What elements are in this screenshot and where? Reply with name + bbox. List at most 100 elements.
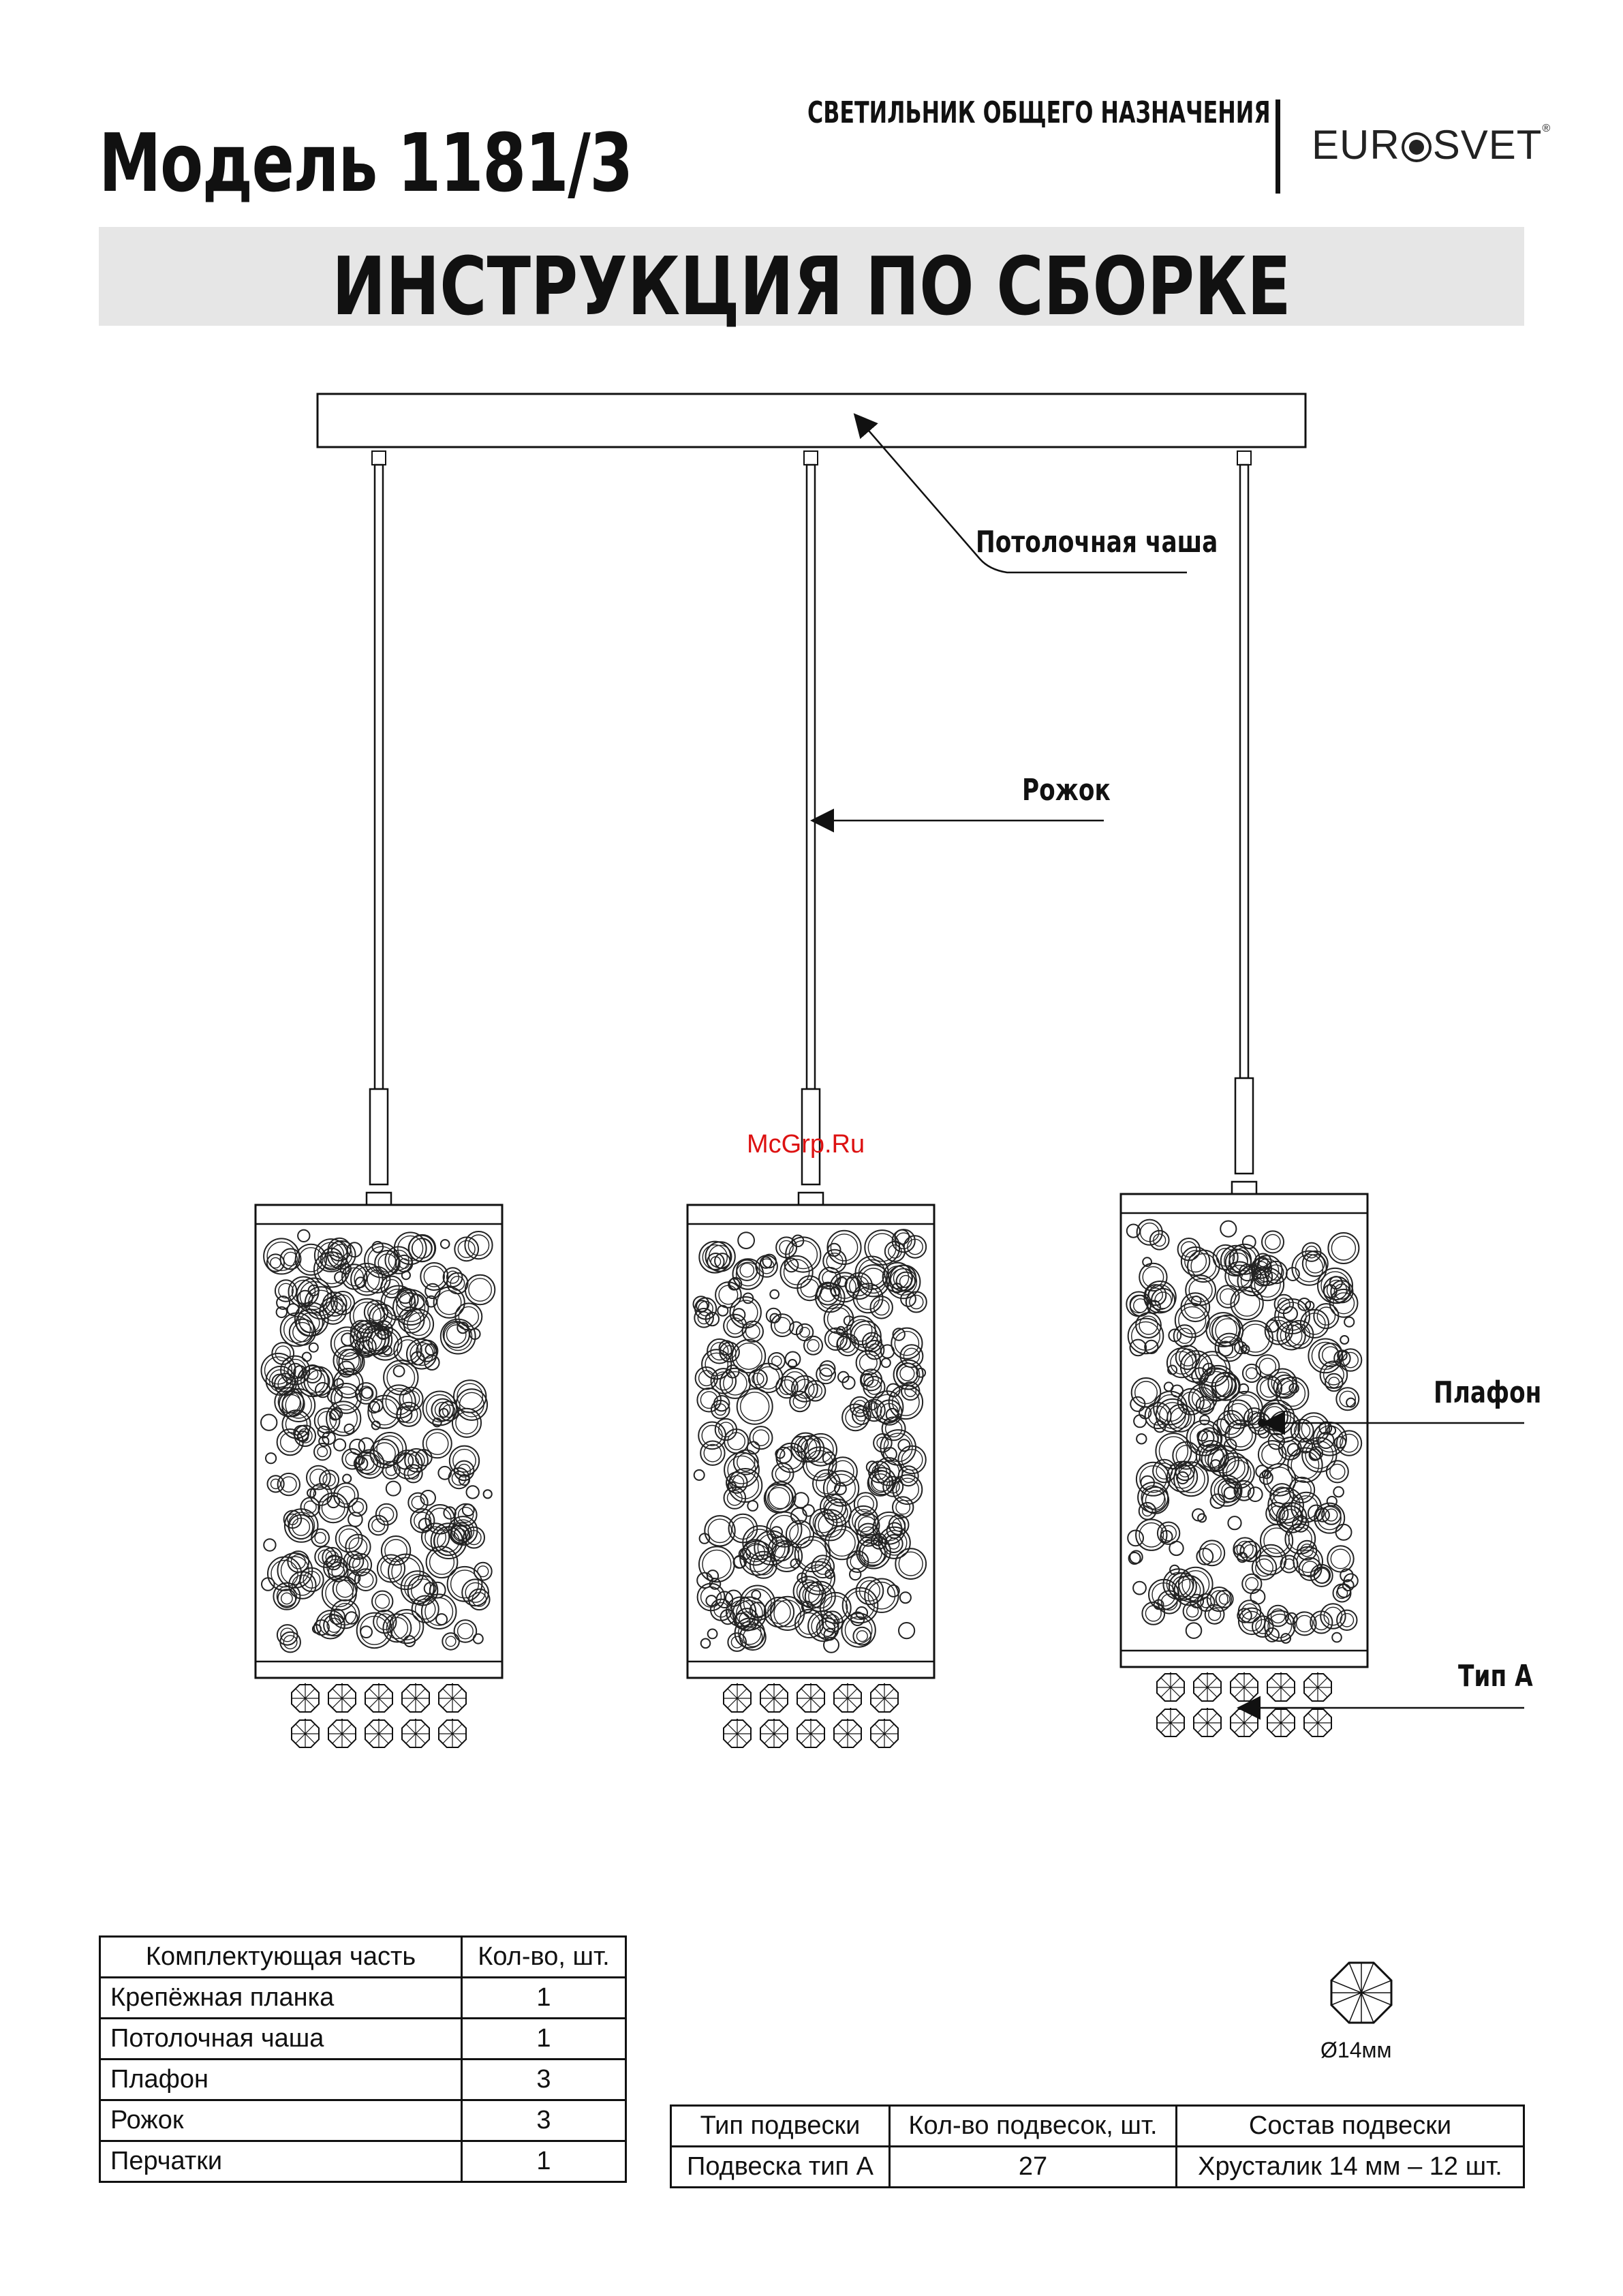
shade-bubble — [734, 1617, 766, 1649]
shade-bubble — [892, 1328, 906, 1341]
shade-bubble — [701, 1349, 732, 1380]
shade-bubble — [846, 1315, 876, 1346]
shade-bubble — [710, 1598, 733, 1621]
shade-bubble-inner — [899, 1274, 912, 1288]
shade-bubble — [349, 1439, 366, 1455]
shade-bubble — [704, 1515, 736, 1547]
shade-bubble — [1168, 1328, 1182, 1343]
shade-bubble — [794, 1535, 831, 1573]
shade-bubble-inner — [303, 1570, 321, 1589]
shade-bubble — [1211, 1314, 1244, 1347]
shade-bubble — [363, 1266, 391, 1294]
shade-bubble — [432, 1418, 442, 1428]
shade-bubble-inner — [1236, 1540, 1254, 1558]
shade-bubble — [1333, 1436, 1347, 1449]
shade-bubble-inner — [276, 1586, 298, 1607]
shade-bubble — [1126, 1223, 1141, 1238]
shade-bubble — [1251, 1555, 1278, 1580]
shade-bubble — [737, 1231, 755, 1249]
shade-bubble-inner — [701, 1424, 723, 1446]
crystal-facets — [1157, 1709, 1184, 1736]
shade-bubble — [1238, 1383, 1250, 1394]
shade-bubble — [1133, 1414, 1147, 1428]
shade-bubble-inner — [457, 1463, 472, 1478]
shade-bubble — [731, 1338, 767, 1374]
shade-bubble-inner — [360, 1615, 390, 1645]
crystal-facets — [365, 1720, 392, 1747]
shade-bubble-inner — [278, 1283, 294, 1299]
shade-bubble — [375, 1503, 398, 1526]
shade-bubble — [1227, 1516, 1242, 1531]
shade-bubble — [827, 1456, 858, 1487]
shade-bubble — [473, 1561, 493, 1581]
shade-bubble-inner — [1221, 1482, 1238, 1499]
shade-bubble — [709, 1578, 722, 1590]
shade-bubble — [715, 1281, 742, 1308]
shade-bubble — [389, 1609, 424, 1644]
shade-bubble-inner — [1147, 1284, 1173, 1311]
shade-bubble — [326, 1240, 356, 1270]
shade-bubble — [804, 1380, 826, 1402]
socket-cover — [801, 1088, 821, 1186]
shade-bubble — [880, 1429, 916, 1466]
shade-bubble-inner — [401, 1310, 422, 1330]
shade-bubble — [318, 1492, 349, 1524]
shade-bubble — [273, 1582, 301, 1610]
shade-bubble — [453, 1460, 475, 1482]
shade-bubble-inner — [856, 1630, 868, 1642]
shade-bubble-inner — [442, 1404, 456, 1418]
shade-bubble-inner — [732, 1300, 758, 1326]
shade-bubble — [453, 1619, 478, 1643]
shade-bubble — [448, 1445, 480, 1477]
shade-bubble — [322, 1430, 336, 1445]
shade-bubble — [736, 1388, 773, 1425]
shade-bubble — [1168, 1572, 1197, 1601]
shade-bubble — [1209, 1459, 1222, 1471]
shade-bubble — [802, 1446, 837, 1482]
crystal-facets — [1267, 1674, 1295, 1701]
shade-bubble — [383, 1360, 419, 1396]
shade-bubble — [355, 1455, 365, 1465]
shade-bubble-inner — [700, 1391, 718, 1409]
shade-bubble — [407, 1234, 436, 1263]
shade-bubble — [864, 1578, 899, 1613]
shade-bubble — [1335, 1523, 1352, 1541]
shade-bubble-inner — [1257, 1256, 1269, 1268]
crystal-facets — [328, 1685, 356, 1712]
shade-bubble — [901, 1381, 921, 1401]
shade-bubble — [1129, 1338, 1147, 1357]
shade-bubble — [692, 1296, 710, 1313]
shade-bubble-inner — [783, 1259, 810, 1285]
shade-bubble — [1130, 1377, 1162, 1408]
crystal-facets — [1157, 1674, 1184, 1701]
crystal-facets — [797, 1685, 824, 1712]
shade-bubble — [746, 1441, 760, 1455]
shade-bubble — [739, 1540, 775, 1576]
shade-bubble-inner — [1178, 1464, 1192, 1478]
pendant-col-composition: Состав подвески — [1175, 2104, 1525, 2147]
shade-bubble — [328, 1608, 345, 1625]
shade-bubble-inner — [845, 1590, 875, 1620]
shade-bubble — [343, 1423, 355, 1435]
shade-bubble-inner — [1145, 1605, 1162, 1622]
shade-bubble — [795, 1323, 814, 1342]
shade-bubble-inner — [317, 1255, 347, 1285]
shade-bubble — [274, 1279, 298, 1302]
crystal-facets — [1231, 1674, 1258, 1701]
shade-bubble-inner — [1204, 1448, 1226, 1469]
shade-bubble-inner — [1313, 1614, 1330, 1631]
shade-bubble-inner — [826, 1501, 848, 1523]
shade-bubble — [376, 1554, 406, 1583]
shade-bubble — [350, 1262, 384, 1296]
shade-bubble — [1247, 1486, 1263, 1503]
shade-bubble — [393, 1335, 422, 1365]
shade-bubble-inner — [1177, 1465, 1205, 1493]
shade-bubble — [818, 1266, 841, 1290]
shade-bubble-inner — [466, 1530, 482, 1546]
shade-bubble-inner — [376, 1435, 403, 1463]
shade-bubble-inner — [358, 1386, 374, 1401]
shade-bubble — [775, 1375, 799, 1399]
shade-bubble-inner — [1228, 1253, 1248, 1272]
crystal-facets — [292, 1720, 319, 1747]
shade-bubble — [1137, 1482, 1169, 1514]
